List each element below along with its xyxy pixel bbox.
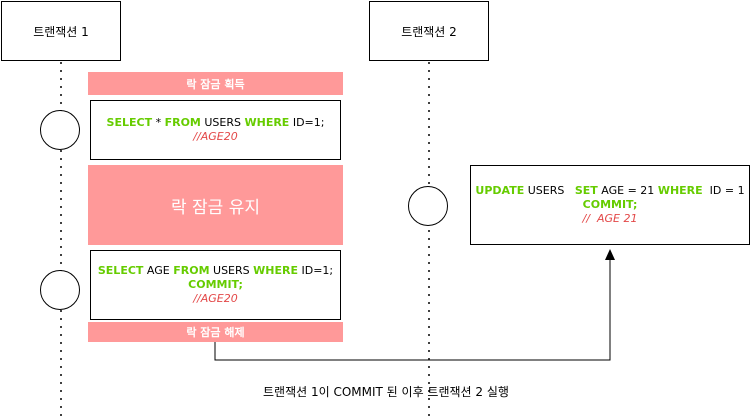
keyword-set: SET [574,184,598,197]
query-3-commit: COMMIT; [582,198,638,211]
query-2-commit: COMMIT; [188,278,243,291]
query-2-statement: SELECT AGE FROM USERS WHERE ID=1; [98,264,333,278]
query-2-box: SELECT AGE FROM USERS WHERE ID=1; COMMIT… [90,250,341,320]
query-2-column: AGE [143,264,174,277]
query-1-table: USERS [200,116,245,129]
keyword-select: SELECT [97,264,144,277]
query-2-condition: ID=1; [297,264,334,277]
query-3-condition: ID = 1 [702,184,745,197]
lock-acquire-label: 락 잠금 획득 [186,77,245,91]
transaction-2-label: 트랜잭션 2 [401,24,457,39]
query-3-table: USERS [524,184,575,197]
transaction-1-activation-2 [40,270,80,310]
keyword-update: UPDATE [475,184,525,197]
query-3-assignment: AGE = 21 [597,184,658,197]
keyword-from: FROM [164,116,201,129]
transaction-2-header: 트랜잭션 2 [369,1,489,61]
query-3-box: UPDATE USERS SET AGE = 21 WHERE ID = 1 C… [470,165,750,245]
keyword-select: SELECT [106,116,153,129]
commit-arrow-line [214,258,611,361]
keyword-where: WHERE [657,184,703,197]
keyword-where: WHERE [244,116,290,129]
diagram-caption: 트랜잭션 1이 COMMIT 된 이후 트랜잭션 2 실행 [263,385,509,399]
query-2-table: USERS [209,264,254,277]
query-1-condition: ID=1; [289,116,325,129]
lock-release-label: 락 잠금 해제 [186,326,245,339]
query-3-statement: UPDATE USERS SET AGE = 21 WHERE ID = 1 [475,184,744,198]
commit-arrow-head [605,249,615,260]
lock-hold-label: 락 잠금 유지 [170,197,260,218]
transaction-1-label: 트랜잭션 1 [33,24,89,39]
transaction-2-activation [408,186,448,226]
query-1-statement: SELECT * FROM USERS WHERE ID=1; [107,116,325,130]
query-1-star: * [152,116,165,129]
lock-hold-bar: 락 잠금 유지 [88,165,343,245]
transaction-1-header: 트랜잭션 1 [1,1,121,61]
query-1-box: SELECT * FROM USERS WHERE ID=1; //AGE20 [90,100,341,160]
lock-acquire-bar: 락 잠금 획득 [88,72,343,95]
keyword-where: WHERE [253,264,298,277]
lock-release-bar: 락 잠금 해제 [88,322,343,342]
query-3-comment: // AGE 21 [582,212,638,225]
transaction-1-activation-1 [40,110,80,150]
query-1-comment: //AGE20 [193,130,238,143]
keyword-from: FROM [173,264,210,277]
query-2-comment: //AGE20 [193,292,238,305]
